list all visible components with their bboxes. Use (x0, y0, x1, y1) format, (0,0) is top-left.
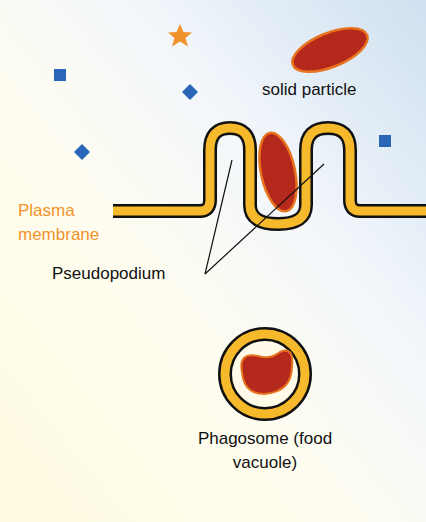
solid-particle (253, 129, 303, 214)
membrane-outline (113, 128, 426, 224)
engulfed-particle (241, 351, 292, 394)
square-molecule (379, 135, 391, 147)
phagosome-label: Phagosome (food vacuole) (195, 427, 335, 475)
particle-label: solid particle (262, 78, 402, 102)
diamond-molecule (182, 84, 198, 100)
diamond-molecule (74, 144, 90, 160)
membrane-fill (113, 128, 426, 224)
vacuole-outline (225, 334, 305, 414)
leader-line (205, 160, 232, 274)
solid-particle (287, 19, 374, 80)
membrane-label: Plasma membrane (18, 199, 113, 247)
square-molecule (54, 69, 66, 81)
leader-line (205, 164, 324, 274)
phagosome (225, 334, 305, 414)
vacuole-fill (225, 334, 305, 414)
pseudopodium-label: Pseudopodium (52, 262, 212, 286)
star-molecule (168, 24, 192, 47)
plasma-membrane (113, 128, 426, 224)
